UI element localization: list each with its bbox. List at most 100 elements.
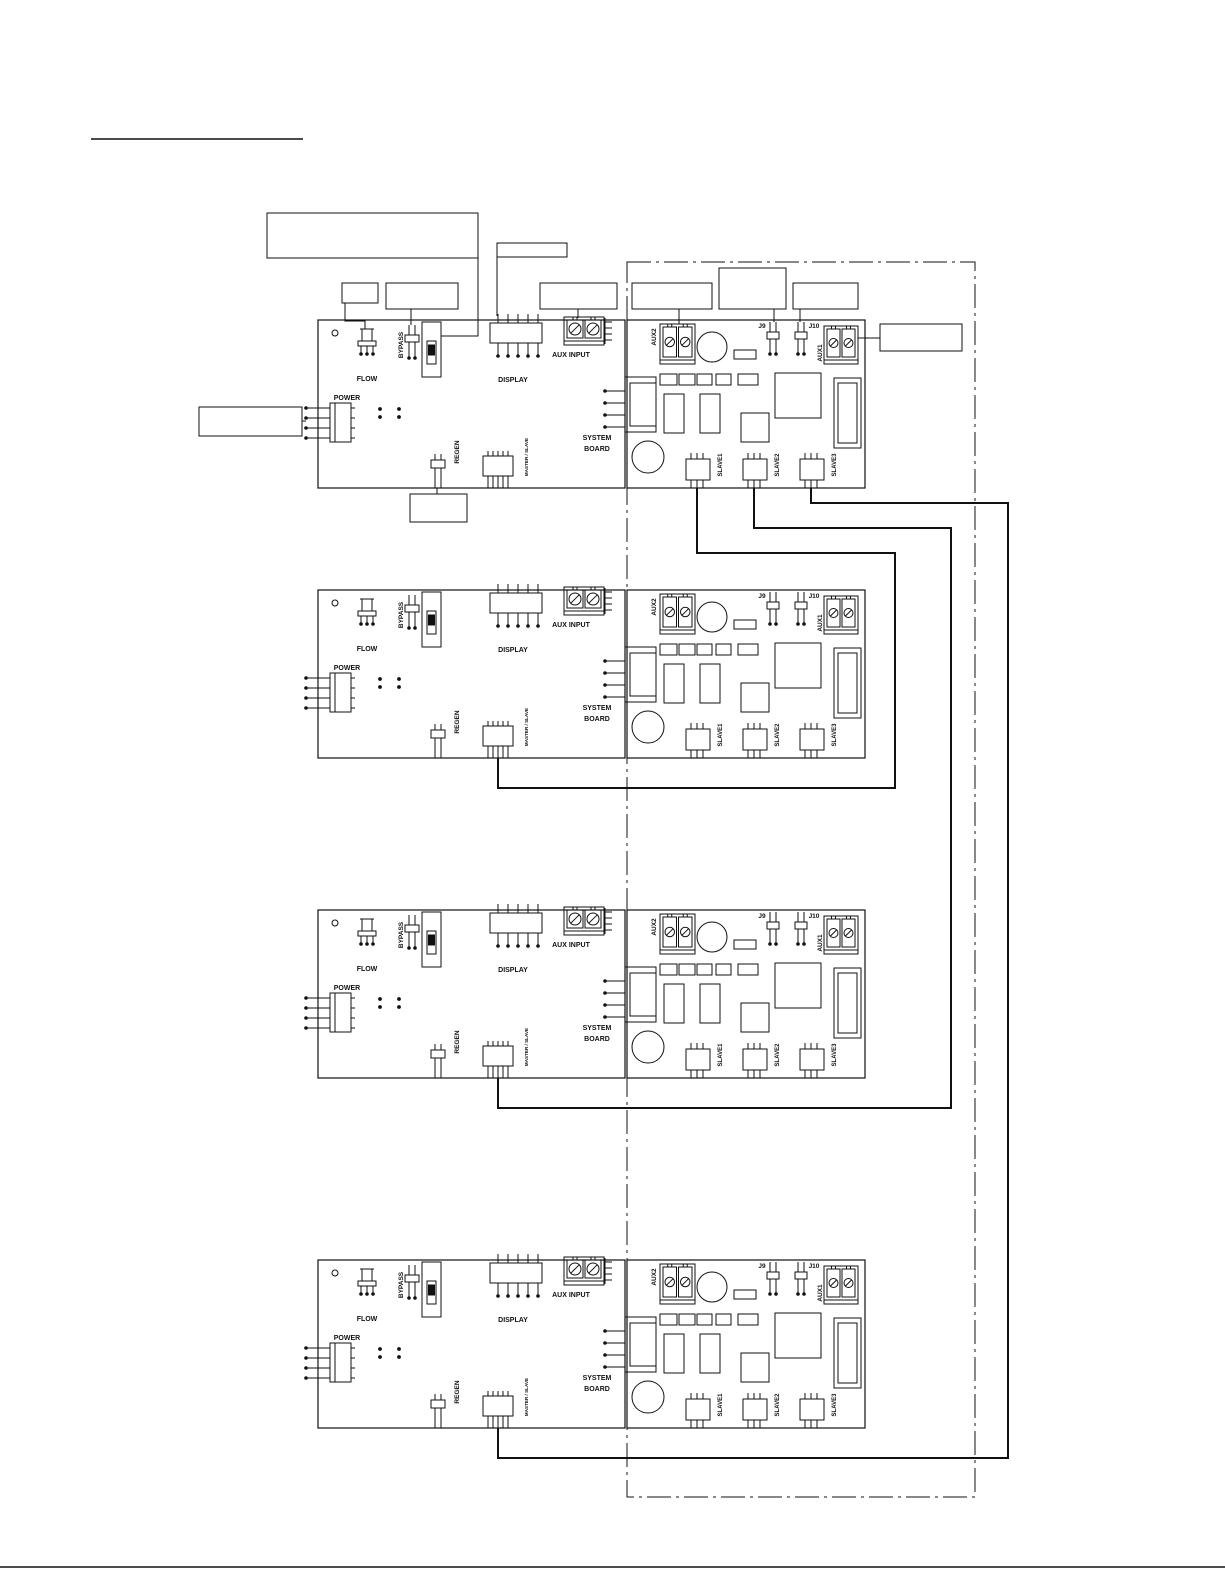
- slave1-label: SLAVE1: [718, 1393, 724, 1417]
- slave3-connector: [799, 453, 825, 488]
- aux-input-terminal-screw-housing: [566, 319, 584, 339]
- j9-label: J9: [758, 1263, 766, 1270]
- solder-pad: [378, 407, 382, 411]
- master-slave-connector: [482, 721, 514, 758]
- slave2-connector-body: [742, 1398, 768, 1421]
- aux1-terminal: [823, 1265, 859, 1305]
- j9-connector-body: [766, 921, 780, 930]
- regen-connector: [430, 1394, 446, 1428]
- mounting-hole: [331, 599, 339, 607]
- display-label: DISPLAY: [498, 377, 528, 384]
- header-socket: [833, 1317, 862, 1389]
- aux-input-terminal-screw-slot: [588, 324, 598, 334]
- aux1-terminal-screw: [843, 338, 854, 348]
- power-connector: [304, 672, 355, 713]
- component-pad: [737, 963, 759, 976]
- component-pad: [737, 373, 759, 386]
- aux2-terminal-screw-housing: [662, 326, 677, 358]
- power-pin-end: [304, 406, 308, 410]
- component-pad: [678, 1313, 696, 1326]
- callouts: [198, 212, 963, 523]
- callout-box-aux1: [879, 323, 963, 352]
- master-slave-label: MASTER / SLAVE: [524, 1028, 529, 1066]
- capacitor-icon: [696, 601, 728, 633]
- aux-input-terminal: [563, 906, 605, 936]
- system-board-enclosure-outline: [626, 261, 976, 1498]
- aux1-label: AUX1: [817, 934, 824, 952]
- bypass-connector-body: [404, 334, 420, 343]
- power-label: POWER: [334, 665, 360, 672]
- ic-chip-small: [740, 412, 770, 443]
- header-socket: [833, 967, 862, 1039]
- system-connector-pin-end: [603, 425, 607, 429]
- system-connector-pin-end: [603, 1365, 607, 1369]
- j10-label: J10: [809, 1263, 820, 1270]
- callout-box-flow: [341, 282, 379, 304]
- aux1-terminal-screw: [843, 608, 854, 618]
- flow-label: FLOW: [357, 1316, 378, 1323]
- power-pin-end: [304, 696, 308, 700]
- aux2-terminal-screw-slot: [666, 338, 674, 346]
- flow-connector-body: [361, 598, 373, 612]
- board-label: BOARD: [584, 716, 610, 723]
- slave1-connector-body: [685, 1048, 711, 1071]
- regen-connector: [430, 454, 446, 488]
- power-connector-body: [329, 1342, 352, 1383]
- display-pin-end: [506, 944, 510, 948]
- display-connector: [489, 1254, 543, 1298]
- aux-input-terminal-body: [563, 316, 605, 346]
- power-pin-end: [304, 436, 308, 440]
- aux1-terminal-screw-housing: [826, 1268, 841, 1298]
- aux1-terminal-screw-slot: [844, 929, 853, 937]
- display-connector-body: [489, 1262, 543, 1284]
- component-pad: [696, 373, 713, 386]
- j10-pin-end: [796, 942, 800, 946]
- aux-input-terminal-body: [563, 906, 605, 936]
- system-connector-pin-end: [603, 991, 607, 995]
- bypass-label: BYPASS: [398, 1271, 405, 1298]
- j9-connector: [766, 1262, 780, 1296]
- aux1-terminal-screw-housing: [841, 328, 856, 358]
- master-slave-connector: [482, 1391, 514, 1428]
- aux1-terminal-screw-slot: [844, 609, 853, 617]
- flow-pin-end: [365, 622, 369, 626]
- aux-input-terminal-screw: [586, 1262, 600, 1276]
- ic-chip-small: [740, 682, 770, 713]
- component-pad: [659, 1313, 678, 1326]
- callout-box-display: [496, 242, 568, 258]
- slave1-label: SLAVE1: [718, 723, 724, 747]
- callout-leader-bypass-switch: [441, 258, 479, 337]
- slave3-label: SLAVE3: [832, 1043, 838, 1067]
- master-slave-connector-body: [482, 455, 514, 477]
- slave1-connector: [685, 723, 711, 758]
- mounting-hole: [331, 329, 339, 337]
- aux2-label: AUX2: [651, 918, 658, 936]
- bypass-switch: [421, 1261, 442, 1318]
- component-pad: [659, 643, 678, 656]
- slave2-label: SLAVE2: [775, 453, 781, 477]
- aux1-terminal-screw-housing: [826, 918, 841, 948]
- capacitor-icon: [696, 331, 728, 363]
- aux1-terminal-body: [823, 915, 859, 955]
- j10-pin-end: [802, 942, 806, 946]
- flow-pin-end: [359, 942, 363, 946]
- display-pin-end: [506, 354, 510, 358]
- j9-pin-end: [774, 622, 778, 626]
- aux1-terminal-body: [823, 1265, 859, 1305]
- resistor: [733, 939, 757, 950]
- ic-chip: [774, 372, 822, 419]
- flow-label: FLOW: [357, 646, 378, 653]
- component-pad: [696, 1313, 713, 1326]
- aux2-terminal-screw-housing: [662, 916, 677, 948]
- regen-connector: [430, 724, 446, 758]
- regen-connector-body: [430, 729, 446, 739]
- component-pad: [659, 373, 678, 386]
- master-slave-connector-body: [482, 1045, 514, 1067]
- aux-input-terminal-screw: [568, 1262, 582, 1276]
